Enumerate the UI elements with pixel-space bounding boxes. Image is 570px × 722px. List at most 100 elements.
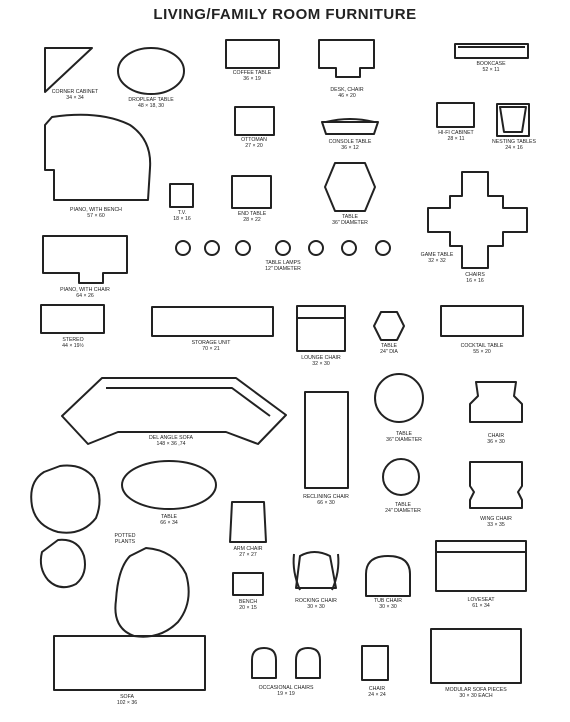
size: 24" DIAMETER — [385, 508, 421, 515]
size: 32 × 32 — [428, 258, 446, 265]
storage-unit-shape — [151, 306, 274, 337]
name: T.V. — [177, 210, 187, 216]
sofa-shape — [53, 635, 206, 691]
name: OTTOMAN — [241, 137, 267, 143]
name: BENCH — [238, 599, 258, 605]
size: 57 × 60 — [87, 213, 105, 220]
desk-chair-shape — [318, 39, 375, 78]
name: NESTING TABLES — [492, 139, 536, 145]
size: 52 × 11 — [482, 67, 500, 74]
table-lamp — [341, 240, 357, 256]
name: HI-FI CABINET — [438, 130, 474, 136]
name: TUB CHAIR — [374, 598, 402, 604]
name: POTTED PLANTS — [114, 533, 136, 546]
console-table-shape — [321, 121, 379, 135]
size: 16 × 16 — [466, 278, 484, 285]
name: CORNER CABINET — [51, 89, 99, 95]
size: 18 × 16 — [173, 216, 191, 223]
oval-table-shape — [121, 460, 217, 510]
size: 28 × 11 — [447, 136, 465, 143]
size: 44 × 19½ — [62, 343, 84, 350]
table-lamp — [235, 240, 251, 256]
stereo-shape — [40, 304, 105, 334]
name: COFFEE TABLE — [232, 70, 272, 76]
size: 24 × 16 — [505, 145, 523, 152]
size: 34 × 34 — [66, 95, 84, 102]
size: 36" DIAMETER — [386, 437, 422, 444]
size: 30 × 30 — [307, 604, 325, 611]
arm-chair-shape — [229, 501, 267, 543]
potted-plant-shape — [114, 547, 190, 638]
name: DROPLEAF TABLE — [128, 97, 174, 103]
name: RECLINING CHAIR — [303, 494, 349, 500]
coffee-table-shape — [225, 39, 280, 69]
label-potted-plants: POTTED PLANTS — [108, 533, 142, 546]
piano-bench-shape — [44, 113, 152, 201]
size: 66 × 30 — [317, 500, 335, 507]
small-hex-table-shape — [373, 311, 405, 341]
piano-chair-shape — [42, 235, 128, 284]
del-angle-sofa-shape — [61, 377, 287, 445]
chair-small-shape — [361, 645, 389, 681]
size: 64 × 26 — [76, 293, 94, 300]
name: LOUNGE CHAIR — [301, 355, 341, 361]
name: ROCKING CHAIR — [295, 598, 337, 604]
size: 36 × 19 — [243, 76, 261, 83]
name: MODULAR SOFA PIECES — [445, 687, 507, 693]
size: 32 × 30 — [312, 361, 330, 368]
del-angle-sofa-back — [106, 387, 271, 417]
round-table-large-shape — [374, 373, 424, 423]
loveseat-shape — [435, 540, 527, 592]
size: 70 × 21 — [202, 346, 220, 353]
name: STORAGE UNIT — [191, 340, 231, 346]
name: WING CHAIR — [480, 516, 512, 522]
end-table-shape — [231, 175, 272, 209]
table-lamp — [308, 240, 324, 256]
tub-chair-shape — [365, 555, 411, 597]
size: 48 × 18, 30 — [137, 103, 165, 110]
page-title: LIVING/FAMILY ROOM FURNITURE — [153, 6, 417, 23]
reclining-chair-shape — [304, 391, 349, 489]
name: END TABLE — [237, 211, 267, 217]
size: 36 × 12 — [341, 145, 359, 152]
game-table-shape — [427, 171, 528, 269]
potted-plant-shape — [39, 538, 86, 589]
size: 61 × 34 — [472, 603, 490, 610]
tv-shape — [169, 183, 194, 208]
wing-chair-shape — [469, 461, 523, 509]
size: 27 × 20 — [245, 143, 263, 150]
size: 102 × 36 — [116, 700, 138, 707]
name: OCCASIONAL CHAIRS — [258, 685, 314, 691]
table-lamp — [375, 240, 391, 256]
name: TABLE — [380, 343, 398, 349]
size: 55 × 20 — [473, 349, 491, 356]
size: 24" DIA — [380, 349, 398, 356]
name: DEL ANGLE SOFA — [149, 435, 193, 441]
